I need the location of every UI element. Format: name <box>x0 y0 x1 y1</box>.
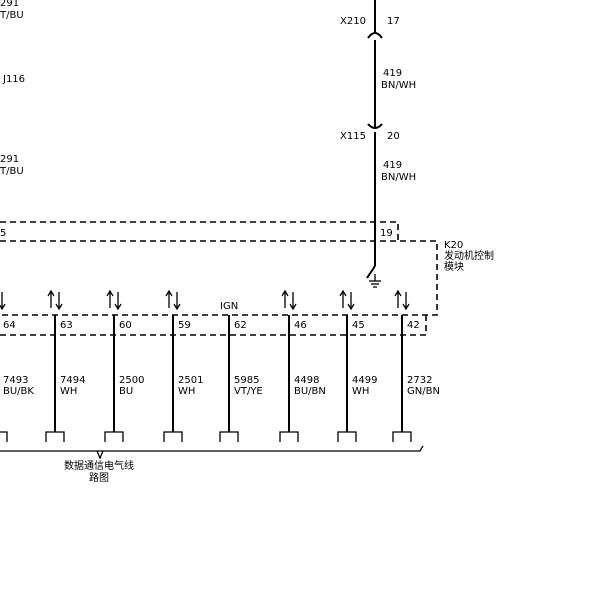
wire-terminal <box>45 431 65 442</box>
arrow-down-icon <box>347 292 355 311</box>
wire-number: 4499 <box>352 375 377 386</box>
pin-number: 59 <box>178 320 191 331</box>
segment2-number: 419 <box>383 160 402 171</box>
wire-number: 4498 <box>294 375 319 386</box>
connector-x210-name: X210 <box>340 16 366 27</box>
wire-terminal <box>279 431 299 442</box>
wire-terminal <box>392 431 412 442</box>
arrow-up-icon <box>165 289 173 308</box>
arrow-down-icon <box>114 292 122 311</box>
arrow-up-icon <box>47 289 55 308</box>
arrow-down-icon <box>402 292 410 311</box>
module-name-line1: 发动机控制 <box>444 249 494 262</box>
ign-label: IGN <box>220 301 238 312</box>
arrow-up-icon <box>106 289 114 308</box>
wire-terminal <box>104 431 124 442</box>
wire-color: WH <box>178 386 195 397</box>
pin-number: 42 <box>407 320 420 331</box>
pin-number: 60 <box>119 320 132 331</box>
connector-x115-symbol <box>367 123 383 129</box>
lower-connector-outline <box>0 315 427 336</box>
arrow-up-icon <box>281 289 289 308</box>
wire-number: 7494 <box>60 375 85 386</box>
pin-number: 63 <box>60 320 73 331</box>
pin-number: 46 <box>294 320 307 331</box>
wire-terminal <box>0 431 8 442</box>
arrow-down-icon <box>173 292 181 311</box>
wire-color: BU/BN <box>294 386 326 397</box>
wire-color: BU <box>119 386 133 397</box>
module-outline <box>0 240 438 316</box>
arrow-down-icon <box>0 292 6 311</box>
wire-color: VT/YE <box>234 386 263 397</box>
connector-x210-pin: 17 <box>387 16 400 27</box>
wire-terminal <box>337 431 357 442</box>
wire-color: GN/BN <box>407 386 440 397</box>
upper-connector-outline <box>0 221 399 241</box>
arrow-up-icon <box>339 289 347 308</box>
arrow-down-icon <box>289 292 297 311</box>
bracket-label-line2: 路图 <box>89 471 109 484</box>
segment1-number: 419 <box>383 68 402 79</box>
wire-terminal <box>219 431 239 442</box>
wire-label-top-2: 291 <box>0 154 19 165</box>
internal-switch <box>366 265 376 279</box>
wire-terminal <box>163 431 183 442</box>
bracket-pointer <box>96 450 104 460</box>
pin-number: 62 <box>234 320 247 331</box>
pin-number: 45 <box>352 320 365 331</box>
data-comm-bracket <box>0 445 424 452</box>
wire-label-top-1: 291 <box>0 0 19 9</box>
wire-number: 2501 <box>178 375 203 386</box>
wire-color-top-1: T/BU <box>0 10 24 21</box>
segment1-color: BN/WH <box>381 80 416 91</box>
connector-x115-pin: 20 <box>387 131 400 142</box>
pin-label-left: 5 <box>0 228 6 239</box>
wire-color: BU/BK <box>3 386 34 397</box>
wire-number: 5985 <box>234 375 259 386</box>
segment2-color: BN/WH <box>381 172 416 183</box>
arrow-up-icon <box>394 289 402 308</box>
wire-number: 7493 <box>3 375 28 386</box>
wire-color: WH <box>352 386 369 397</box>
wire-number: 2500 <box>119 375 144 386</box>
connector-x115-name: X115 <box>340 131 366 142</box>
module-pins-group: 647493BU/BK637494WH602500BU592501WH62598… <box>0 289 440 442</box>
module-pin-19: 19 <box>380 228 393 239</box>
wire-color: WH <box>60 386 77 397</box>
wire-color-top-2: T/BU <box>0 166 24 177</box>
arrow-down-icon <box>55 292 63 311</box>
wire-number: 2732 <box>407 375 432 386</box>
connector-x210-symbol <box>367 32 383 39</box>
module-name-line2: 模块 <box>444 261 464 273</box>
module-id: K20 <box>444 240 463 251</box>
pin-number: 64 <box>3 320 16 331</box>
splice-label: J116 <box>2 74 25 85</box>
bracket-label-line1: 数据通信电气线 <box>64 459 134 472</box>
